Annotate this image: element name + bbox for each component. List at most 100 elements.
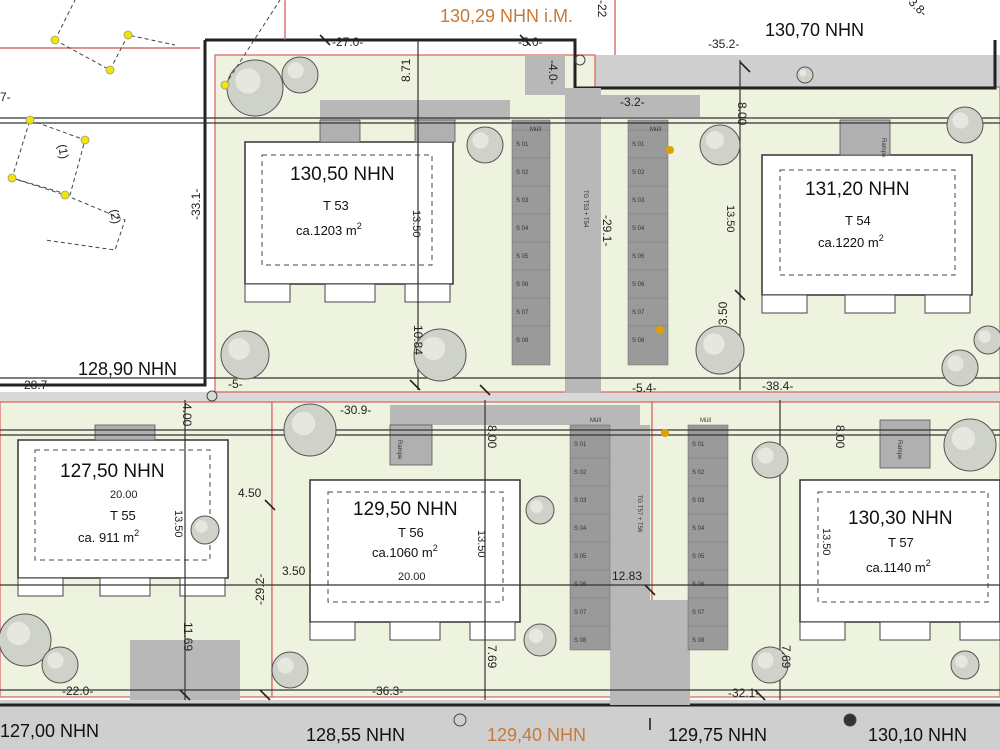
buildings — [17, 141, 1000, 623]
building-t53-elevation: 130,50 NHN — [290, 164, 395, 185]
parking-stall-label: S 05 — [632, 254, 645, 260]
tree-highlight — [228, 338, 250, 360]
ramp-label: Rampe — [880, 138, 886, 158]
tree-highlight — [421, 336, 446, 361]
dim-label: 7- — [0, 90, 11, 104]
dim-label: -29.2- — [253, 574, 267, 605]
elevation-top-center: 130,29 NHN i.M. — [440, 6, 573, 26]
parking-stall-label: S 03 — [632, 198, 645, 204]
parking-rows — [511, 119, 729, 651]
building-t55-depth: 13.50 — [172, 510, 184, 538]
dim-label: -33.1- — [189, 189, 203, 220]
building-t57-depth: 13.50 — [820, 528, 832, 556]
dim-label: 3.50 — [716, 301, 730, 325]
parking-stall-label: S 08 — [516, 338, 529, 344]
tree-highlight — [6, 621, 31, 646]
waste-label: Müll — [530, 127, 541, 133]
elevation-bottom-3: 129,75 NHN — [668, 725, 767, 745]
road-middle — [0, 392, 1000, 402]
parking-stall-label: S 03 — [692, 498, 705, 504]
dim-label: 8.00 — [735, 102, 749, 126]
parking-stall-label: S 04 — [516, 226, 529, 232]
dim-label: -38.4- — [762, 379, 793, 393]
parking-stall-label: S 08 — [574, 638, 587, 644]
tree-highlight — [978, 330, 991, 343]
garage-label: TG T53 + T54 — [582, 190, 588, 228]
tree-highlight — [277, 657, 294, 674]
tree-highlight — [757, 652, 774, 669]
tree-highlight — [235, 68, 261, 94]
dim-label: 12.83 — [612, 569, 642, 583]
dim-label: -36.3- — [372, 684, 403, 698]
elevation-top-right: 130,70 NHN — [765, 20, 864, 40]
tree-highlight — [530, 500, 543, 513]
building-t56-elevation: 129,50 NHN — [353, 499, 458, 520]
tree-highlight — [955, 655, 968, 668]
ramp-label: Rampe — [896, 440, 902, 460]
dim-label: -5- — [228, 377, 243, 391]
building-t54-depth: 13.50 — [724, 205, 736, 233]
building-t57-area: ca.1140 m2 — [866, 558, 931, 575]
parcel-2: (2) — [107, 208, 123, 225]
building-t56-depth: 13.50 — [475, 530, 487, 558]
dim-label: -22.0- — [62, 684, 93, 698]
parking-stall-label: S 05 — [516, 254, 529, 260]
dim-label: 11.69 — [181, 622, 195, 651]
dim-label: 4.50 — [238, 486, 262, 500]
building-t56-width: 20.00 — [398, 571, 426, 583]
tree-highlight — [472, 132, 489, 149]
building-t54-id: T 54 — [845, 213, 871, 228]
tree-highlight — [947, 355, 964, 372]
dim-label: 3.50 — [282, 564, 306, 578]
tree-highlight — [703, 333, 725, 355]
parking-stall-label: S 01 — [632, 142, 645, 148]
parking-stall-label: S 08 — [692, 638, 705, 644]
road-bottom — [0, 700, 1000, 750]
parking-stall-label: S 04 — [692, 526, 705, 532]
building-t54-elevation: 131,20 NHN — [805, 179, 910, 200]
building-t55-elevation: 127,50 NHN — [60, 461, 165, 482]
waste-label: Müll — [650, 127, 661, 133]
tree-highlight — [706, 131, 724, 149]
dim-label: 7.69 — [485, 645, 499, 669]
parking-stall-label: S 07 — [574, 610, 587, 616]
building-t57-id: T 57 — [888, 535, 914, 550]
elevation-bottom-4: 130,10 NHN — [868, 725, 967, 745]
tree-highlight — [528, 628, 544, 644]
waste-label: Müll — [700, 418, 711, 424]
tree-highlight — [195, 520, 208, 533]
dim-label: -3.2- — [620, 95, 645, 109]
parking-stall-label: S 01 — [516, 142, 529, 148]
tree-highlight — [291, 411, 316, 436]
tree-highlight — [287, 62, 304, 79]
parking-stall-label: S 03 — [516, 198, 529, 204]
road-top — [575, 55, 1000, 87]
dim-label: -29.1- — [600, 215, 614, 246]
parking-stall-label: S 01 — [574, 442, 587, 448]
dim-label: 8.00 — [833, 425, 847, 449]
tree-highlight — [757, 447, 774, 464]
building-t54-area: ca.1220 m2 — [818, 233, 884, 250]
parking-stall-label: S 05 — [692, 554, 705, 560]
building-t53-depth: 13.50 — [410, 210, 422, 238]
parking-stall-label: S 06 — [632, 282, 645, 288]
dim-label: -5.0- — [518, 35, 543, 49]
parcel-1: (1) — [55, 143, 71, 160]
building-t56-id: T 56 — [398, 525, 424, 540]
elevation-left-mid: 128,90 NHN — [78, 359, 177, 379]
parking-stall-label: S 08 — [632, 338, 645, 344]
dim-label: -28.7- — [20, 378, 51, 392]
ramp-label: Rampe — [396, 440, 402, 460]
trees — [0, 56, 1000, 689]
parking-stall-label: S 04 — [632, 226, 645, 232]
parking-stall-label: S 04 — [574, 526, 587, 532]
dim-label: 8.71 — [399, 58, 413, 82]
building-t55-area: ca. 911 m2 — [78, 528, 139, 545]
dim-label: -22 — [595, 0, 609, 18]
elevation-bottom-2: 129,40 NHN — [487, 725, 586, 745]
building-t56-area: ca.1060 m2 — [372, 543, 438, 560]
dim-label: -30.9- — [340, 403, 371, 417]
parking-stall-label: S 02 — [516, 170, 529, 176]
dim-label: 7.69 — [779, 645, 793, 669]
dimension-labels: -27.0- -5.0- -4.0- -35.2- -3.2- 8.71 -33… — [0, 0, 930, 700]
